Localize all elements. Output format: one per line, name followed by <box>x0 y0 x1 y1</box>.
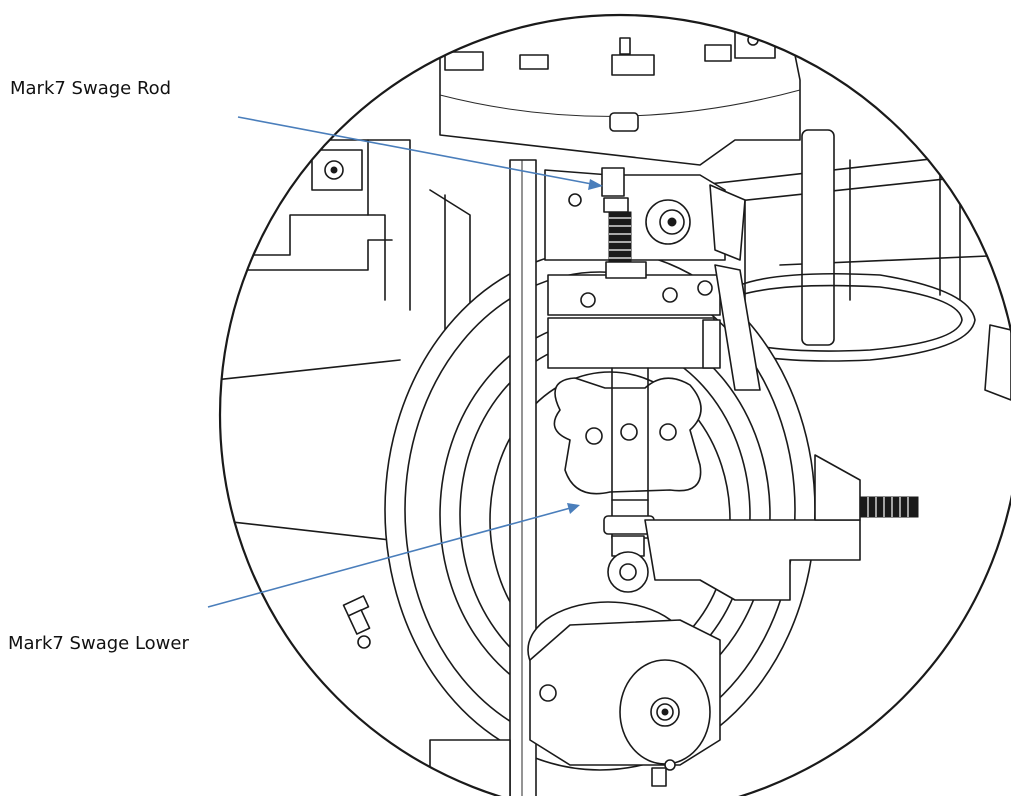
cable-connector <box>984 324 1011 401</box>
leader-line-swage-rod <box>237 116 603 190</box>
grease-fitting-left <box>342 595 371 649</box>
clamp-left <box>444 51 484 71</box>
clamp-right <box>704 44 732 62</box>
rod-holder-block <box>544 169 726 261</box>
clamp-block-lower <box>547 317 715 369</box>
callout-label-swage-lower: Mark7 Swage Lower <box>8 633 189 654</box>
leader-line-swage-lower <box>207 503 580 608</box>
side-bolt <box>859 496 919 518</box>
side-bracket <box>644 519 861 601</box>
detail-view-contents <box>220 15 1011 796</box>
clamp-center <box>611 54 655 76</box>
lower-base <box>429 739 511 796</box>
swage-rod-tip <box>601 167 625 197</box>
clamp-mid <box>519 54 549 70</box>
detail-circle-border <box>219 14 1011 796</box>
clamp-block-upper <box>547 274 721 316</box>
swage-rod-thread <box>608 211 632 265</box>
vertical-post <box>801 129 835 346</box>
callout-label-swage-rod: Mark7 Swage Rod <box>10 78 172 99</box>
top-slot <box>609 112 639 132</box>
vertical-plate <box>509 159 537 796</box>
